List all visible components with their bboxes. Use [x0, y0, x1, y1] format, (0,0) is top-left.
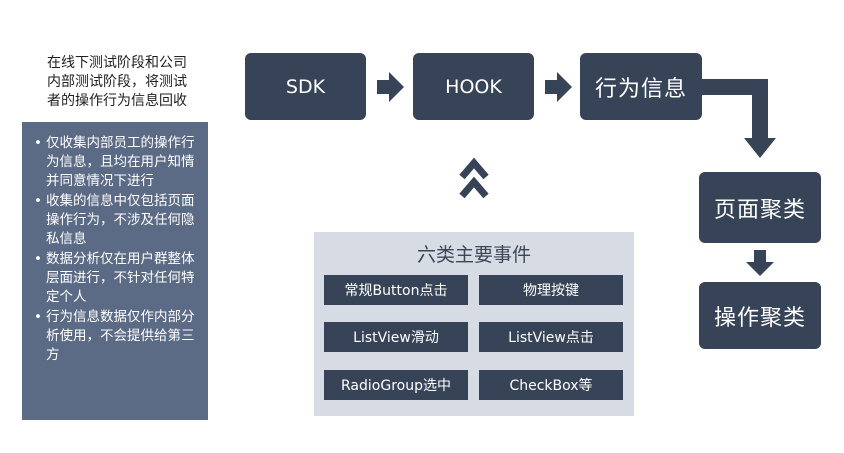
- hook-box: HOOK: [413, 53, 534, 120]
- event-item-listview-click: ListView点击: [479, 322, 623, 352]
- page-cluster-box: 页面聚类: [699, 172, 821, 243]
- events-panel: 六类主要事件 常规Button点击 物理按键 ListView滑动 ListVi…: [314, 232, 634, 416]
- intro-line: 在线下测试阶段和公司: [47, 55, 187, 71]
- arrow-hook-to-behavior: [545, 72, 572, 102]
- arrow-sdk-to-hook: [377, 72, 404, 102]
- arrow-page-to-action-cluster: [746, 250, 774, 276]
- double-chevron-up-icon: [459, 157, 489, 199]
- behavior-info-box: 行为信息: [580, 53, 702, 120]
- action-cluster-box: 操作聚类: [699, 282, 821, 349]
- privacy-note: 收集的信息中仅包括页面操作行为，不涉及任何隐私信息: [34, 192, 198, 249]
- arrow-behavior-to-page-cluster: [702, 79, 776, 158]
- event-item-physical-key: 物理按键: [479, 275, 623, 305]
- sdk-box: SDK: [245, 53, 366, 120]
- event-item-radiogroup-select: RadioGroup选中: [324, 370, 468, 400]
- privacy-note: 数据分析仅在用户群整体层面进行，不针对任何特定个人: [34, 250, 198, 307]
- intro-line: 者的操作行为信息回收: [47, 93, 187, 109]
- privacy-notes-list: 仅收集内部员工的操作行为信息，且均在用户知情并同意情况下进行 收集的信息中仅包括…: [22, 122, 208, 365]
- event-item-button-click: 常规Button点击: [324, 275, 468, 305]
- intro-text: 在线下测试阶段和公司 内部测试阶段，将测试 者的操作行为信息回收: [24, 54, 210, 111]
- event-item-checkbox: CheckBox等: [479, 370, 623, 400]
- intro-line: 内部测试阶段，将测试: [47, 74, 187, 90]
- privacy-note: 仅收集内部员工的操作行为信息，且均在用户知情并同意情况下进行: [34, 134, 198, 191]
- privacy-notes-panel: 仅收集内部员工的操作行为信息，且均在用户知情并同意情况下进行 收集的信息中仅包括…: [22, 122, 208, 420]
- privacy-note: 行为信息数据仅作内部分析使用，不会提供给第三方: [34, 308, 198, 365]
- events-title: 六类主要事件: [416, 244, 531, 266]
- event-item-listview-scroll: ListView滑动: [324, 322, 468, 352]
